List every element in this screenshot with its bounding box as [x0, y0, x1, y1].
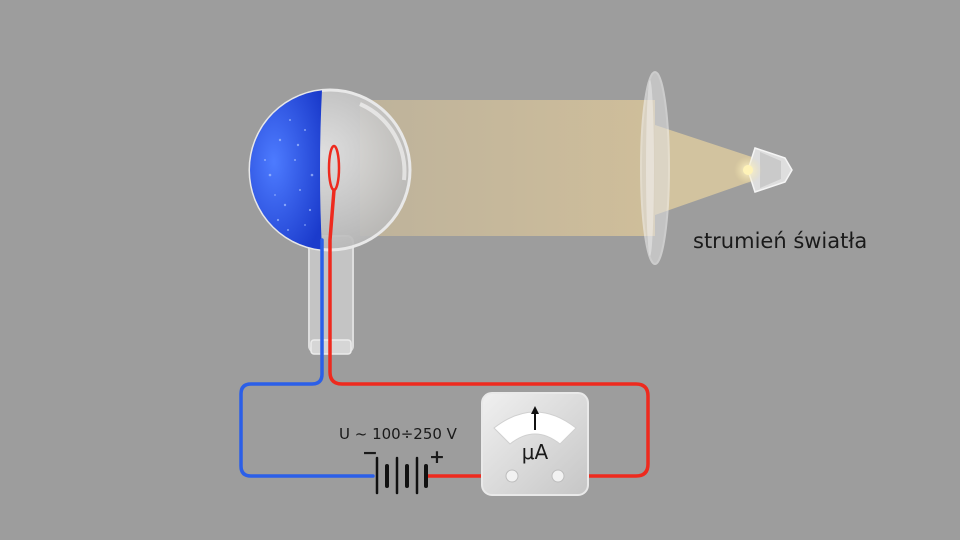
cathode-surface: [250, 90, 322, 250]
voltage-label: U ~ 100÷250 V: [339, 425, 457, 443]
light-stream: [360, 100, 755, 236]
battery-symbol: [375, 456, 428, 495]
photocell-bulb: [248, 88, 412, 252]
light-beam: [360, 100, 655, 236]
bulb-highlight: [359, 102, 407, 181]
wire-negative: [239, 238, 375, 478]
cathode-speckles: [264, 119, 314, 231]
light-cone: [655, 125, 755, 215]
microammeter: [481, 392, 589, 496]
lamp-filament: [743, 165, 753, 175]
meter-unit-label: μA: [521, 440, 549, 464]
lens: [640, 71, 670, 265]
meter-terminal-left: [505, 469, 519, 483]
battery-minus-label: −: [362, 442, 378, 464]
meter-terminal-right: [551, 469, 565, 483]
wire-positive-anode: [328, 188, 650, 478]
light-stream-label: strumień światła: [693, 229, 868, 253]
lamp: [734, 147, 793, 193]
battery-plus-label: +: [429, 446, 445, 468]
